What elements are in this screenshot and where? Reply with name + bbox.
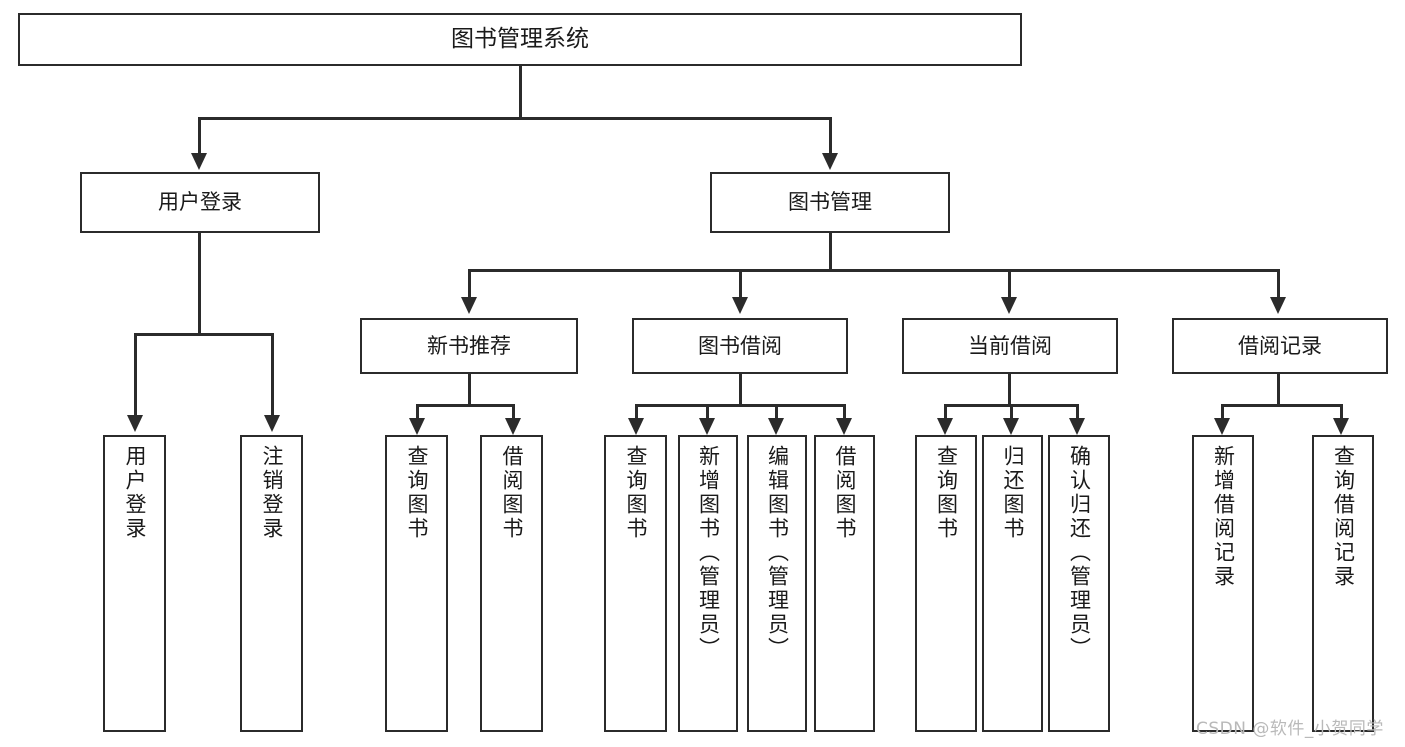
node-leaf-borrow-book-1[interactable]: 借阅图书 [480, 435, 543, 732]
node-label: 借阅图书 [833, 445, 857, 541]
node-label: 当前借阅 [968, 333, 1052, 358]
connector-root-stem [519, 66, 522, 117]
node-leaf-query-record[interactable]: 查询借阅记录 [1312, 435, 1374, 732]
node-label: 查询图书 [934, 445, 959, 541]
node-leaf-add-book[interactable]: 新增图书（管理员） [678, 435, 738, 732]
connector-nbr-left [416, 404, 419, 420]
node-label: 用户登录 [158, 190, 242, 215]
node-leaf-edit-book[interactable]: 编辑图书（管理员） [747, 435, 807, 732]
connector-cb-2 [1010, 404, 1013, 420]
arrow-to-current-borrow [1001, 297, 1017, 314]
connector-cb-3 [1076, 404, 1079, 420]
node-label: 图书管理系统 [451, 25, 589, 52]
connector-cb-1 [944, 404, 947, 420]
node-label: 查询图书 [405, 445, 429, 541]
arrow-root-to-book-manage [822, 153, 838, 170]
node-label: 图书借阅 [698, 333, 782, 358]
node-label: 借阅记录 [1238, 333, 1322, 358]
connector-root-to-book-manage [829, 117, 832, 155]
node-label: 图书管理 [788, 190, 872, 215]
connector-book-manage-bar [468, 269, 1280, 272]
connector-borrow-record-stem [1277, 374, 1280, 406]
node-leaf-confirm-return[interactable]: 确认归还（管理员） [1048, 435, 1110, 732]
node-leaf-user-logout[interactable]: 注销登录 [240, 435, 303, 732]
connector-root-to-user-login [198, 117, 201, 155]
arrow-to-leaf-query-book-1 [409, 418, 425, 435]
arrow-to-new-book-rec [461, 297, 477, 314]
connector-to-new-book-rec [468, 269, 471, 298]
node-user-login[interactable]: 用户登录 [80, 172, 320, 233]
connector-root-bar [198, 117, 832, 120]
node-root-system[interactable]: 图书管理系统 [18, 13, 1022, 66]
arrow-to-leaf-borrow-book-1 [505, 418, 521, 435]
node-book-borrow[interactable]: 图书借阅 [632, 318, 848, 374]
arrow-to-leaf-edit-book [768, 418, 784, 435]
connector-book-manage-stem [829, 233, 832, 271]
node-leaf-return-book[interactable]: 归还图书 [982, 435, 1043, 732]
node-label: 注销登录 [260, 445, 284, 541]
csdn-watermark: CSDN @软件_小贺同学 [1196, 719, 1384, 739]
connector-bb-1 [635, 404, 638, 420]
node-leaf-add-record[interactable]: 新增借阅记录 [1192, 435, 1254, 732]
arrow-to-leaf-query-book-3 [937, 418, 953, 435]
connector-to-book-borrow [739, 269, 742, 298]
node-label: 新增借阅记录 [1211, 445, 1236, 589]
node-label: 新增图书（管理员） [696, 445, 721, 661]
connector-current-borrow-stem [1008, 374, 1011, 406]
arrow-to-leaf-query-book-2 [628, 418, 644, 435]
connector-bb-2 [706, 404, 709, 420]
arrow-root-to-user-login [191, 153, 207, 170]
node-leaf-borrow-book-2[interactable]: 借阅图书 [814, 435, 875, 732]
connector-new-book-rec-bar [416, 404, 515, 407]
node-leaf-query-book-1[interactable]: 查询图书 [385, 435, 448, 732]
arrow-to-leaf-user-login [127, 415, 143, 432]
connector-user-login-right [271, 333, 274, 417]
node-leaf-user-login[interactable]: 用户登录 [103, 435, 166, 732]
node-label: 归还图书 [1001, 445, 1025, 541]
node-label: 编辑图书（管理员） [765, 445, 790, 661]
node-leaf-query-book-2[interactable]: 查询图书 [604, 435, 667, 732]
arrow-to-leaf-add-record [1214, 418, 1230, 435]
node-leaf-query-book-3[interactable]: 查询图书 [915, 435, 977, 732]
node-book-manage[interactable]: 图书管理 [710, 172, 950, 233]
arrow-to-leaf-query-record [1333, 418, 1349, 435]
node-label: 查询图书 [624, 445, 648, 541]
arrow-to-leaf-confirm-return [1069, 418, 1085, 435]
node-label: 用户登录 [123, 445, 147, 541]
connector-new-book-rec-stem [468, 374, 471, 406]
node-label: 查询借阅记录 [1331, 445, 1356, 589]
connector-borrow-record-bar [1221, 404, 1343, 407]
arrow-to-leaf-borrow-book-2 [836, 418, 852, 435]
arrow-to-leaf-return-book [1003, 418, 1019, 435]
connector-user-login-left [134, 333, 137, 417]
connector-bb-4 [843, 404, 846, 420]
node-new-book-rec[interactable]: 新书推荐 [360, 318, 578, 374]
node-borrow-record[interactable]: 借阅记录 [1172, 318, 1388, 374]
connector-nbr-right [512, 404, 515, 420]
connector-to-borrow-record [1277, 269, 1280, 298]
node-label: 确认归还（管理员） [1067, 445, 1092, 661]
node-label: 借阅图书 [500, 445, 524, 541]
connector-br-left [1221, 404, 1224, 420]
arrow-to-leaf-user-logout [264, 415, 280, 432]
connector-br-right [1340, 404, 1343, 420]
connector-user-login-bar [134, 333, 274, 336]
arrow-to-leaf-add-book [699, 418, 715, 435]
connector-user-login-stem [198, 233, 201, 335]
arrow-to-book-borrow [732, 297, 748, 314]
connector-bb-3 [775, 404, 778, 420]
node-current-borrow[interactable]: 当前借阅 [902, 318, 1118, 374]
node-label: 新书推荐 [427, 333, 511, 358]
arrow-to-borrow-record [1270, 297, 1286, 314]
connector-book-borrow-stem [739, 374, 742, 406]
connector-to-current-borrow [1008, 269, 1011, 298]
connector-book-borrow-bar [635, 404, 845, 407]
